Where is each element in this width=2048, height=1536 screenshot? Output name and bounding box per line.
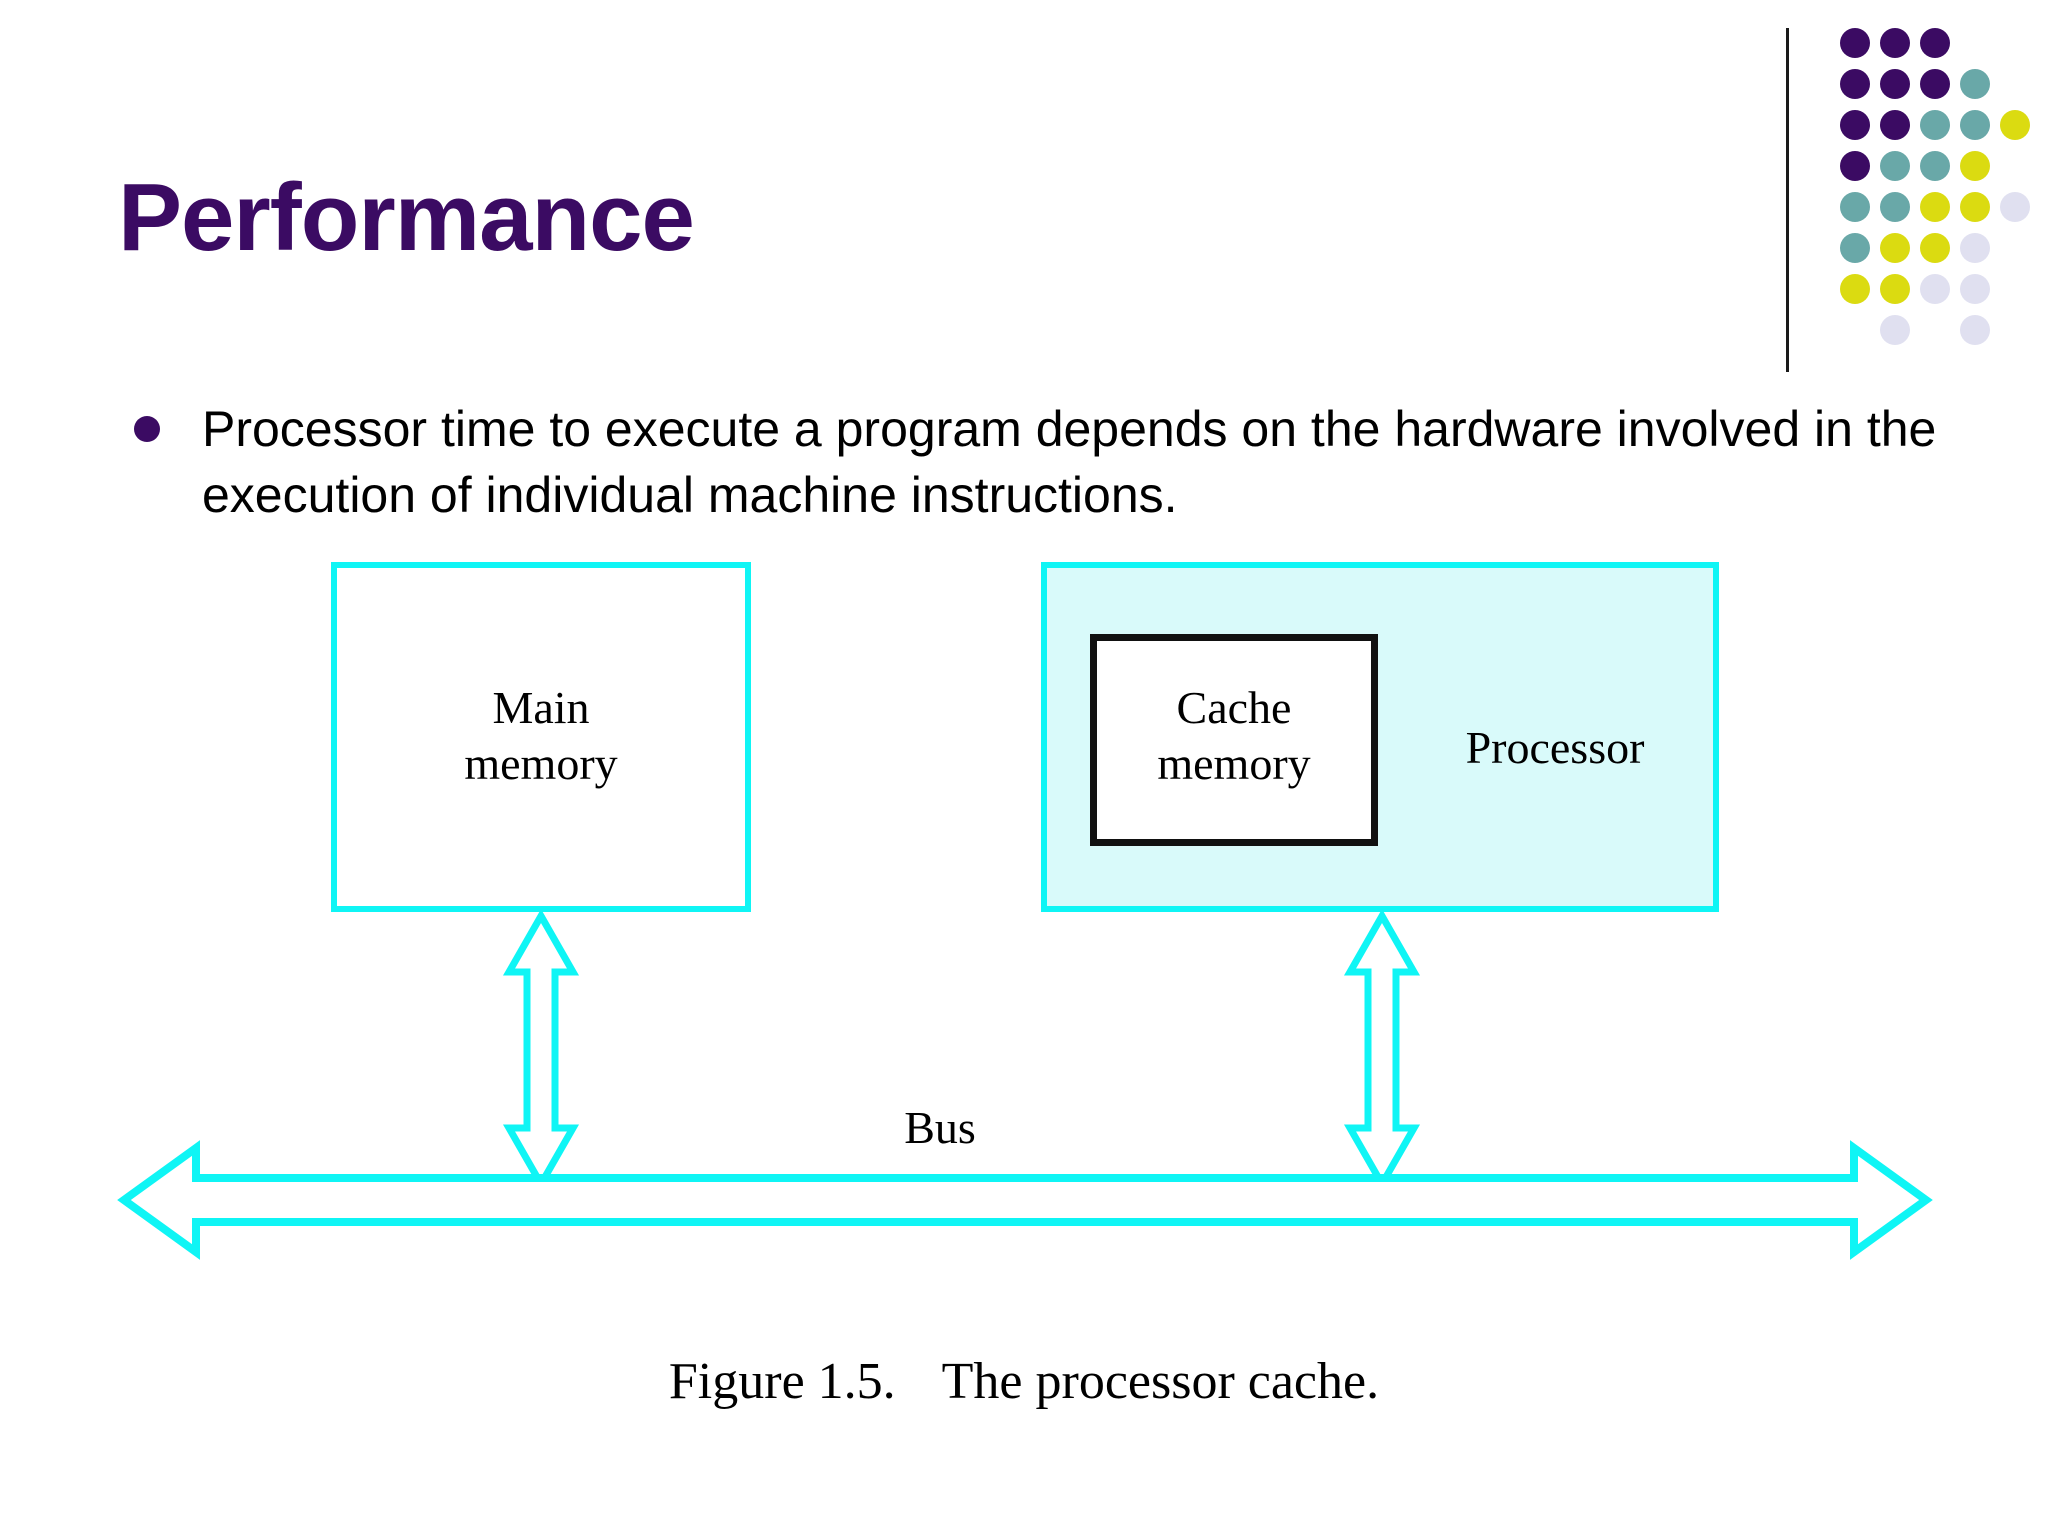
logo-dot-lavender <box>2000 192 2030 222</box>
logo-dot-yellow <box>1880 274 1910 304</box>
logo-dot-yellow <box>1960 192 1990 222</box>
logo-dot-yellow <box>2000 110 2030 140</box>
logo-dot-lavender <box>1960 233 1990 263</box>
logo-dot-teal <box>1880 151 1910 181</box>
logo-dot-purple <box>1880 110 1910 140</box>
logo-dot-purple <box>1920 69 1950 99</box>
bus-label: Bus <box>904 1102 976 1153</box>
logo-dot-purple <box>1840 151 1870 181</box>
figure-caption-text: The processor cache. <box>941 1353 1380 1410</box>
cache-memory-box <box>1090 634 1378 846</box>
logo-dot-lavender <box>1960 274 1990 304</box>
dot-grid-logo-icon <box>1840 28 2040 345</box>
system-bus-arrow-icon <box>117 1140 1933 1260</box>
main-memory-bus-arrow-icon <box>502 908 580 1192</box>
logo-dot-purple <box>1840 69 1870 99</box>
logo-dot-teal <box>1840 233 1870 263</box>
logo-dot-yellow <box>1960 151 1990 181</box>
figure-caption-number: Figure 1.5. <box>668 1353 896 1410</box>
bullet-point-icon <box>134 416 160 442</box>
page-title: Performance <box>118 164 695 271</box>
processor-label: Processor <box>1465 722 1645 773</box>
main-memory-box <box>331 562 751 912</box>
logo-dot-teal <box>1960 69 1990 99</box>
logo-dot-purple <box>1880 28 1910 58</box>
logo-dot-yellow <box>1920 192 1950 222</box>
logo-divider-line <box>1786 28 1789 372</box>
logo-dot-teal <box>1920 151 1950 181</box>
logo-dot-teal <box>1960 110 1990 140</box>
logo-dot-lavender <box>1920 274 1950 304</box>
processor-bus-arrow-icon <box>1343 908 1421 1192</box>
bullet-item-label: Processor time to execute a program depe… <box>202 401 1937 523</box>
cache-memory-label: Cache memory <box>1157 682 1311 790</box>
logo-dot-purple <box>1920 28 1950 58</box>
logo-dot-lavender <box>1960 315 1990 345</box>
logo-dot-yellow <box>1840 274 1870 304</box>
logo-dot-teal <box>1920 110 1950 140</box>
logo-dot-lavender <box>1880 315 1910 345</box>
main-memory-label: Main memory <box>464 682 618 790</box>
logo-dot-yellow <box>1920 233 1950 263</box>
logo-dot-yellow <box>1880 233 1910 263</box>
logo-dot-purple <box>1840 28 1870 58</box>
figure-caption: Figure 1.5. The processor cache. <box>0 1352 2048 1411</box>
logo-dot-teal <box>1840 192 1870 222</box>
logo-dot-purple <box>1880 69 1910 99</box>
logo-dot-teal <box>1880 192 1910 222</box>
logo-dot-purple <box>1840 110 1870 140</box>
